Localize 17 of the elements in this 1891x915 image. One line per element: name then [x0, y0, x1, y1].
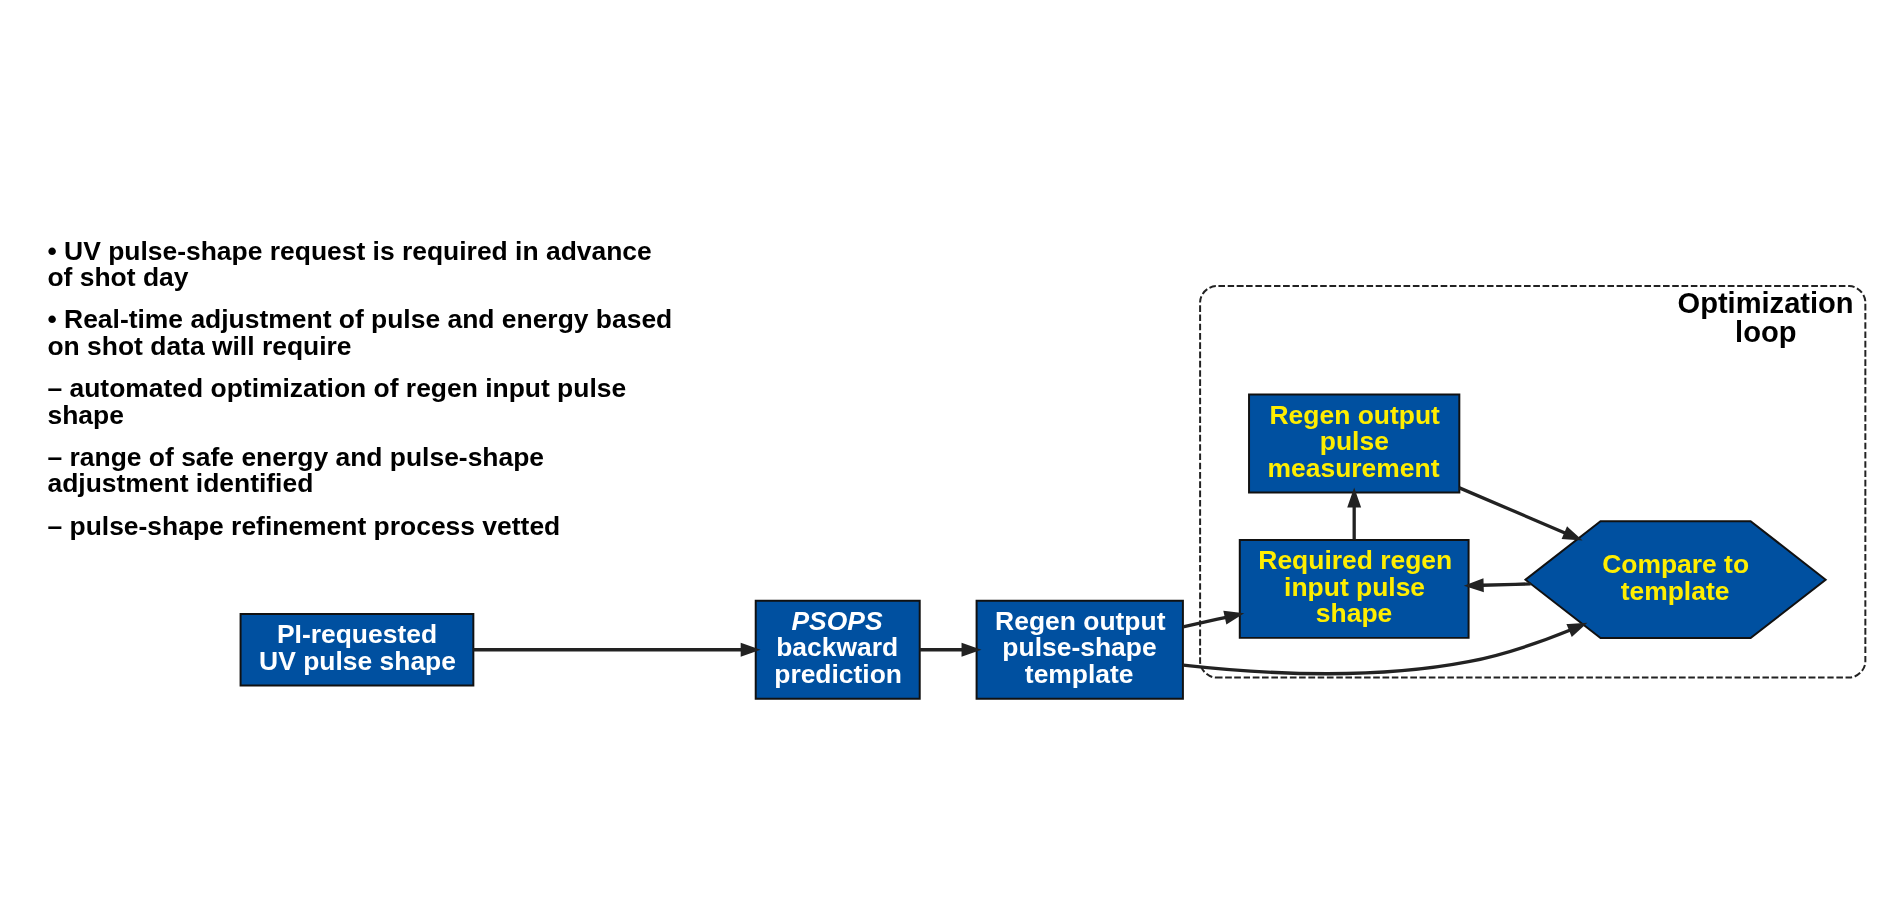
arrow [473, 642, 761, 657]
arrow [1183, 622, 1588, 675]
label: • Real-time adjustment of pulse and energy based on shot data will require [47, 303, 673, 361]
label: – pulse-shape refinement process vetted [47, 510, 561, 541]
node-box: Regen output pulse-shape template [975, 599, 1184, 700]
arrow [1463, 577, 1531, 592]
label: – range of safe energy and pulse-shape adjustment identified [47, 441, 545, 498]
arrow [1182, 610, 1245, 629]
arrow [919, 642, 982, 657]
node-box: Regen output pulse measurement [1248, 393, 1461, 493]
label: – automated optimization of regen input pulse shape [47, 372, 627, 430]
node-box: PSOPS backward prediction [754, 599, 921, 700]
arrow [1458, 485, 1583, 541]
arrow [1347, 487, 1362, 539]
label: • UV pulse-shape request is required in advance of shot day [47, 235, 652, 292]
node-box: PI-requested UV pulse shape [239, 612, 475, 686]
node-box: Required regen input pulse shape [1238, 538, 1470, 639]
